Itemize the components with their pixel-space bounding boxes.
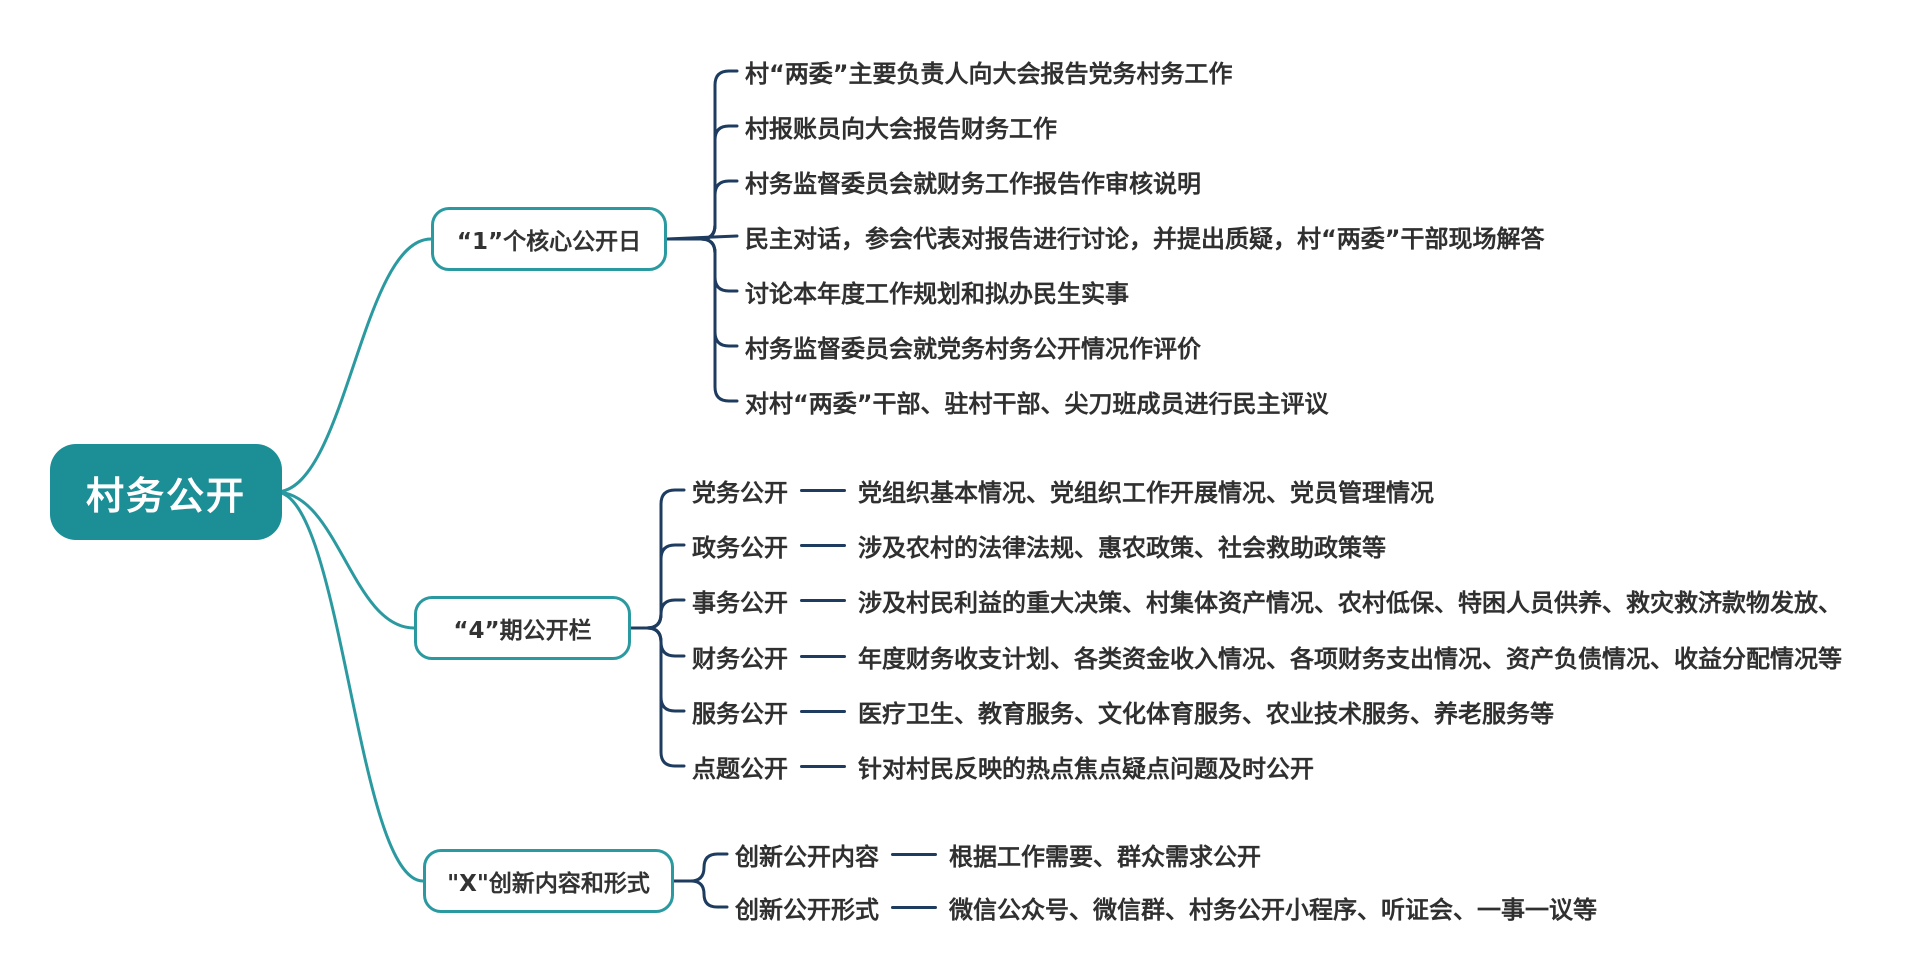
leaf-text: 涉及农村的法律法规、惠农政策、社会救助政策等 [858,533,1386,562]
leaf-connector-dash [800,764,846,768]
leaf-text: 微信公众号、微信群、村务公开小程序、听证会、一事一议等 [949,895,1597,924]
leaf-node[interactable]: 党务公开 党组织基本情况、党组织工作开展情况、党员管理情况 [692,476,1434,507]
root-node[interactable]: 村务公开 [50,444,282,540]
branch-label: “1”个核心公开日 [456,229,642,255]
leaf-node[interactable]: 点题公开 针对村民反映的热点焦点疑点问题及时公开 [692,752,1314,783]
branch-label: "X"创新内容和形式 [447,871,650,897]
leaf-text: 医疗卫生、教育服务、文化体育服务、农业技术服务、养老服务等 [858,699,1554,728]
root-label: 村务公开 [85,473,246,518]
branch-node-core-open-day[interactable]: “1”个核心公开日 [431,207,667,271]
leaf-label: 创新公开内容 [735,842,879,871]
leaf-text: 党组织基本情况、党组织工作开展情况、党员管理情况 [858,478,1434,507]
leaf-text: 讨论本年度工作规划和拟办民生实事 [745,279,1129,308]
branch-node-x-innovation[interactable]: "X"创新内容和形式 [423,849,674,913]
branch-label: “4”期公开栏 [453,618,592,644]
leaf-node[interactable]: 村务监督委员会就党务村务公开情况作评价 [745,332,1201,363]
leaf-text: 对村“两委”干部、驻村干部、尖刀班成员进行民主评议 [745,389,1329,418]
leaf-node[interactable]: 村报账员向大会报告财务工作 [745,112,1057,143]
leaf-text: 涉及村民利益的重大决策、村集体资产情况、农村低保、特困人员供养、救灾救济款物发放… [858,588,1842,617]
leaf-node[interactable]: 服务公开 医疗卫生、教育服务、文化体育服务、农业技术服务、养老服务等 [692,697,1554,728]
leaf-text: 村“两委”主要负责人向大会报告党务村务工作 [745,59,1233,88]
leaf-connector-dash [891,852,937,856]
branch-node-four-bulletins[interactable]: “4”期公开栏 [414,596,631,660]
leaf-connector-dash [800,488,846,492]
leaf-connector-dash [800,709,846,713]
leaf-label: 服务公开 [692,699,788,728]
leaf-label: 党务公开 [692,478,788,507]
leaf-connector-dash [800,543,846,547]
leaf-label: 政务公开 [692,533,788,562]
leaf-node[interactable]: 创新公开形式 微信公众号、微信群、村务公开小程序、听证会、一事一议等 [735,893,1597,924]
leaf-node[interactable]: 对村“两委”干部、驻村干部、尖刀班成员进行民主评议 [745,387,1329,418]
leaf-text: 村务监督委员会就党务村务公开情况作评价 [745,334,1201,363]
leaf-text: 根据工作需要、群众需求公开 [949,842,1261,871]
leaf-node[interactable]: 创新公开内容 根据工作需要、群众需求公开 [735,840,1261,871]
leaf-text: 村报账员向大会报告财务工作 [745,114,1057,143]
leaf-label: 创新公开形式 [735,895,879,924]
leaf-label: 点题公开 [692,754,788,783]
leaf-text: 村务监督委员会就财务工作报告作审核说明 [745,169,1201,198]
leaf-label: 财务公开 [692,644,788,673]
leaf-node[interactable]: 民主对话，参会代表对报告进行讨论，并提出质疑，村“两委”干部现场解答 [745,222,1545,253]
leaf-text: 年度财务收支计划、各类资金收入情况、各项财务支出情况、资产负债情况、收益分配情况… [858,644,1842,673]
leaf-text: 民主对话，参会代表对报告进行讨论，并提出质疑，村“两委”干部现场解答 [745,224,1545,253]
leaf-node[interactable]: 村“两委”主要负责人向大会报告党务村务工作 [745,57,1233,88]
leaf-label: 事务公开 [692,588,788,617]
leaf-node[interactable]: 村务监督委员会就财务工作报告作审核说明 [745,167,1201,198]
leaf-node[interactable]: 政务公开 涉及农村的法律法规、惠农政策、社会救助政策等 [692,531,1386,562]
leaf-node[interactable]: 事务公开 涉及村民利益的重大决策、村集体资产情况、农村低保、特困人员供养、救灾救… [692,586,1842,617]
leaf-node[interactable]: 财务公开 年度财务收支计划、各类资金收入情况、各项财务支出情况、资产负债情况、收… [692,642,1842,673]
leaf-connector-dash [891,905,937,909]
leaf-text: 针对村民反映的热点焦点疑点问题及时公开 [858,754,1314,783]
leaf-node[interactable]: 讨论本年度工作规划和拟办民生实事 [745,277,1129,308]
leaf-connector-dash [800,598,846,602]
leaf-connector-dash [800,654,846,658]
